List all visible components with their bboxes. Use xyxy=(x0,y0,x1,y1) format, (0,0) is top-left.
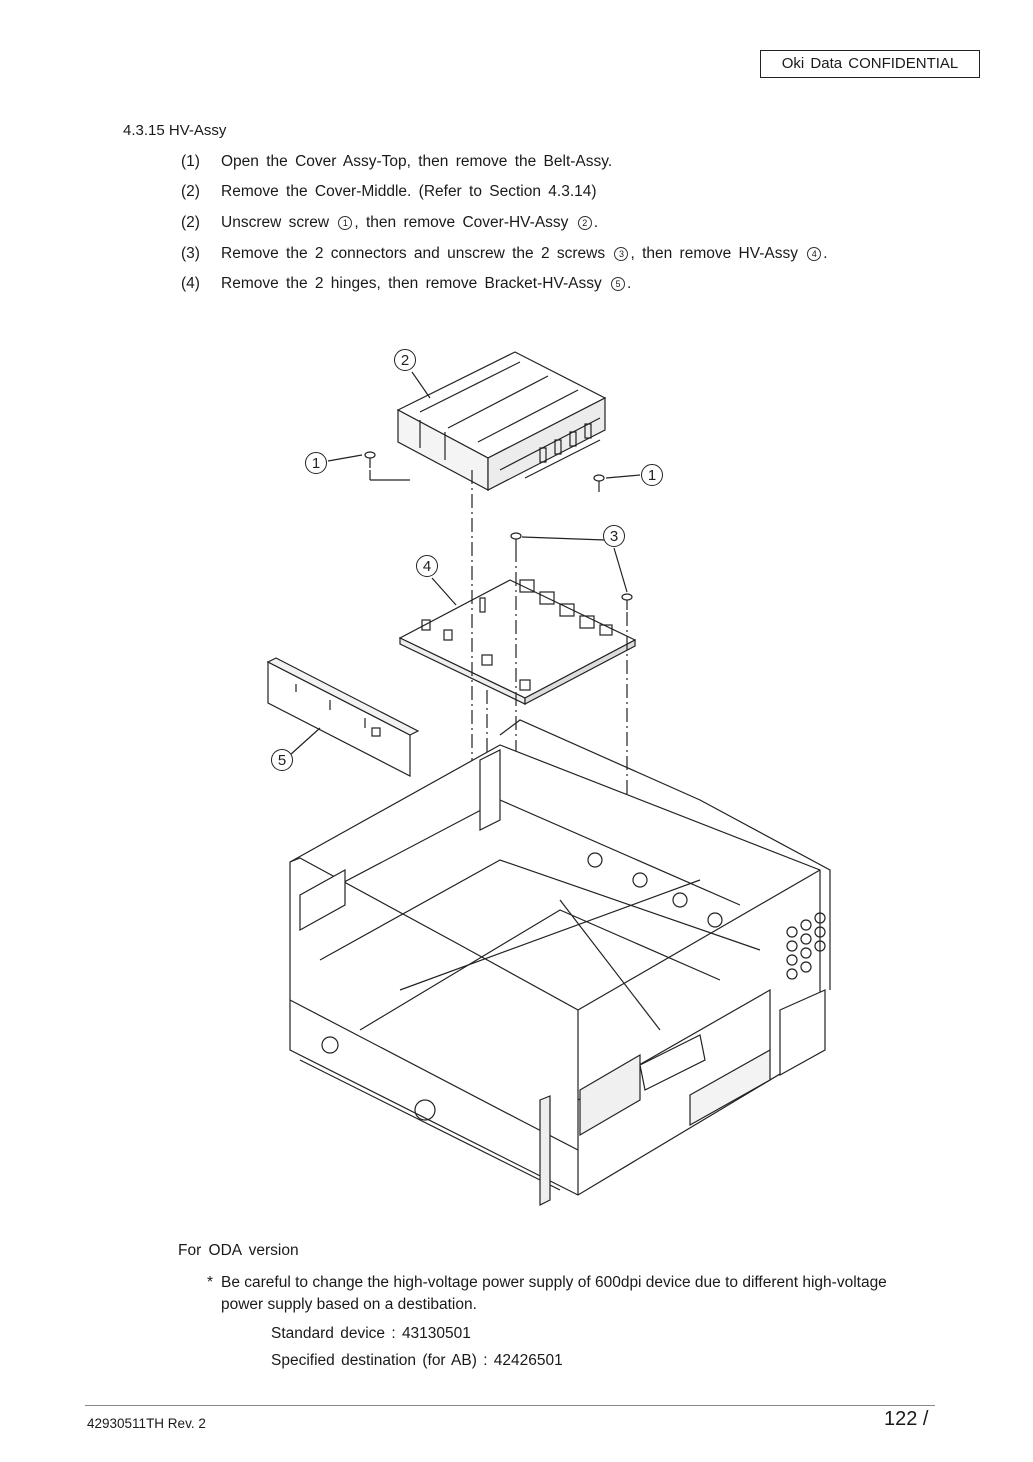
step-number: (1) xyxy=(181,153,200,170)
screw-1-right xyxy=(593,474,605,492)
step-text: Open the Cover Assy-Top, then remove the… xyxy=(221,153,613,170)
note-heading: For ODA version xyxy=(178,1242,299,1259)
circled-number: 2 xyxy=(577,216,592,230)
cover-hv-assy-drawing xyxy=(396,351,607,491)
footer-divider xyxy=(85,1405,935,1406)
step-5: (4) Remove the 2 hinges, then remove Brac… xyxy=(181,275,631,293)
standard-device-line: Standard device : 43130501 xyxy=(271,1325,471,1342)
step-text: Remove the 2 hinges, then remove Bracket… xyxy=(221,275,602,292)
screw-3-right xyxy=(621,593,633,610)
caution-text: Be careful to change the high-voltage po… xyxy=(221,1274,887,1313)
callout-number: 1 xyxy=(648,467,656,484)
callout-3: 3 xyxy=(603,525,625,547)
step-text: . xyxy=(593,214,599,231)
step-text: . xyxy=(823,245,828,262)
step-text: Remove the 2 connectors and unscrew the … xyxy=(221,245,606,262)
circled-number: 3 xyxy=(614,247,629,261)
callout-number: 4 xyxy=(423,558,431,575)
step-number: (4) xyxy=(181,275,200,292)
callout-number: 1 xyxy=(312,455,320,472)
page-number: 122 / xyxy=(884,1408,929,1430)
callout-5: 5 xyxy=(271,749,293,771)
step-1: (1) Open the Cover Assy-Top, then remove … xyxy=(181,153,612,171)
step-text: . xyxy=(627,275,632,292)
step-number: (3) xyxy=(181,245,200,262)
document-id: 42930511TH Rev. 2 xyxy=(87,1416,206,1431)
note-asterisk: * xyxy=(207,1274,214,1291)
section-title: 4.3.15 HV-Assy xyxy=(123,122,227,139)
callout-number: 3 xyxy=(610,528,618,545)
callout-number: 2 xyxy=(401,352,409,369)
printer-chassis-drawing xyxy=(289,719,831,1206)
step-4: (3) Remove the 2 connectors and unscrew t… xyxy=(181,245,828,263)
callout-number: 5 xyxy=(278,752,286,769)
bracket-hv-assy-drawing xyxy=(266,657,420,777)
callout-1-left: 1 xyxy=(305,452,327,474)
step-text: , then remove HV-Assy xyxy=(630,245,798,262)
callout-2: 2 xyxy=(394,349,416,371)
exploded-view-diagram: 2 1 1 3 4 5 xyxy=(266,349,831,1206)
circled-number: 1 xyxy=(338,216,353,230)
specified-destination-line: Specified destination (for AB) : 4242650… xyxy=(271,1352,563,1369)
step-text: Remove the Cover-Middle. (Refer to Secti… xyxy=(221,183,597,200)
screw-3-top xyxy=(510,532,522,548)
vent-holes xyxy=(786,912,826,980)
step-text: Unscrew screw xyxy=(221,214,330,231)
step-2: (2) Remove the Cover-Middle. (Refer to Se… xyxy=(181,183,597,201)
hv-assy-board-drawing xyxy=(398,579,637,705)
circled-number: 4 xyxy=(807,247,822,261)
circled-number: 5 xyxy=(611,277,626,291)
step-3: (2) Unscrew screw 1, then remove Cover-HV… xyxy=(181,214,598,232)
step-number: (2) xyxy=(181,214,200,231)
callout-1-right: 1 xyxy=(641,464,663,486)
caution-note: * Be careful to change the high-voltage … xyxy=(207,1272,927,1316)
callout-4: 4 xyxy=(416,555,438,577)
step-number: (2) xyxy=(181,183,200,200)
confidential-label: Oki Data CONFIDENTIAL xyxy=(760,50,980,78)
screw-1-left xyxy=(364,451,376,468)
step-text: , then remove Cover-HV-Assy xyxy=(354,214,569,231)
